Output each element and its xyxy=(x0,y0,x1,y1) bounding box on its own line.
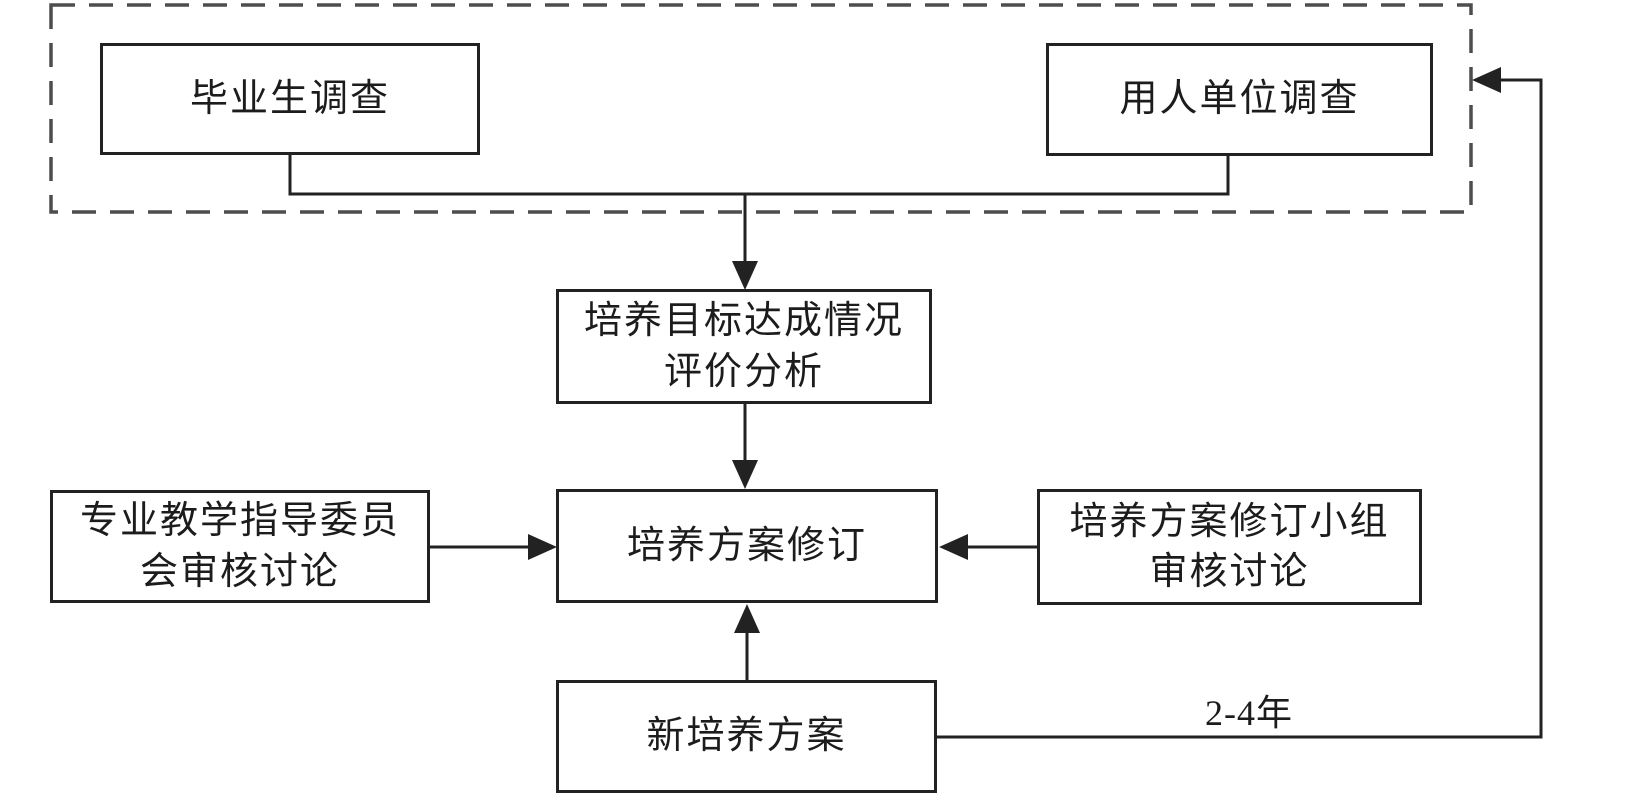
arrow-evaluation-to-revision xyxy=(732,404,758,489)
node-evaluation-analysis: 培养目标达成情况 评价分析 xyxy=(556,289,932,404)
node-steering-committee: 专业教学指导委员 会审核讨论 xyxy=(50,490,430,603)
node-revision-group-label-line1: 培养方案修订小组 xyxy=(1069,500,1390,543)
node-employer-survey: 用人单位调查 xyxy=(1046,43,1433,156)
node-graduate-survey-label: 毕业生调查 xyxy=(189,77,390,120)
node-revision-group-label-line2: 审核讨论 xyxy=(1149,551,1310,593)
arrow-revision-group-to-revision xyxy=(939,534,1037,560)
cycle-duration-label: 2-4年 xyxy=(1205,693,1293,733)
node-evaluation-label-line1: 培养目标达成情况 xyxy=(583,300,904,343)
node-revision-group: 培养方案修订小组 审核讨论 xyxy=(1037,489,1422,605)
node-steering-committee-label-line1: 专业教学指导委员 xyxy=(79,500,400,543)
node-new-program: 新培养方案 xyxy=(556,680,937,793)
arrow-new-program-to-revision xyxy=(734,604,760,680)
node-program-revision: 培养方案修订 xyxy=(556,489,938,603)
survey-group-dashed-border xyxy=(49,3,1473,214)
node-steering-committee-label-line2: 会审核讨论 xyxy=(139,550,340,593)
node-new-program-label: 新培养方案 xyxy=(646,715,847,758)
arrow-feedback-loop xyxy=(937,67,1543,739)
node-graduate-survey: 毕业生调查 xyxy=(100,43,480,155)
arrow-surveys-to-evaluation xyxy=(732,194,758,290)
node-evaluation-label-line2: 评价分析 xyxy=(663,350,824,393)
connector-surveys-merge xyxy=(288,155,1230,196)
node-program-revision-label: 培养方案修订 xyxy=(626,524,867,567)
arrow-committee-to-revision xyxy=(430,534,557,560)
node-employer-survey-label: 用人单位调查 xyxy=(1119,78,1360,121)
